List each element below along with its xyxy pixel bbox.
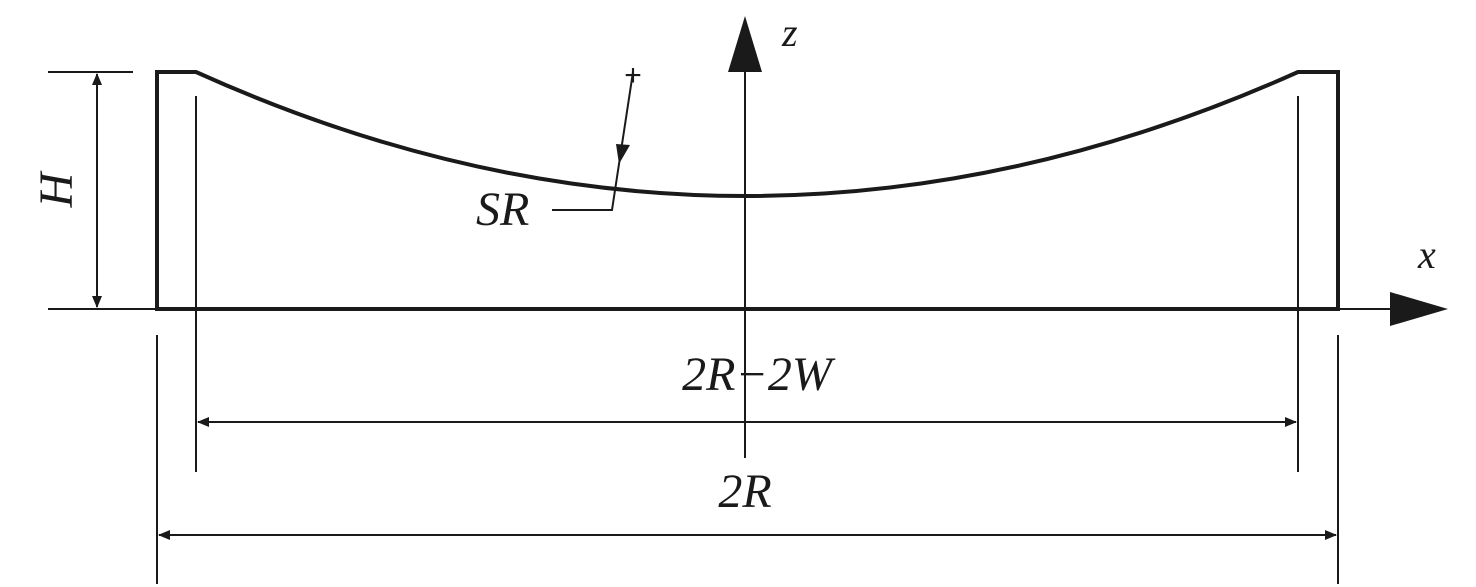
x-axis-arrowhead <box>1390 292 1448 326</box>
outer-width-label: 2R <box>718 465 771 518</box>
x-axis-label: x <box>1417 232 1436 277</box>
inner-width-label: 2R−2W <box>682 348 836 401</box>
sphere-center-marker: + <box>624 59 642 92</box>
z-axis-arrowhead <box>728 16 762 72</box>
part-outline <box>155 70 1340 311</box>
sr-leader-arrowhead <box>616 144 630 164</box>
height-label: H <box>30 170 83 208</box>
z-axis-label: z <box>781 10 798 55</box>
sphere-radius-label: SR <box>476 183 529 236</box>
sr-leader-line <box>552 71 634 211</box>
